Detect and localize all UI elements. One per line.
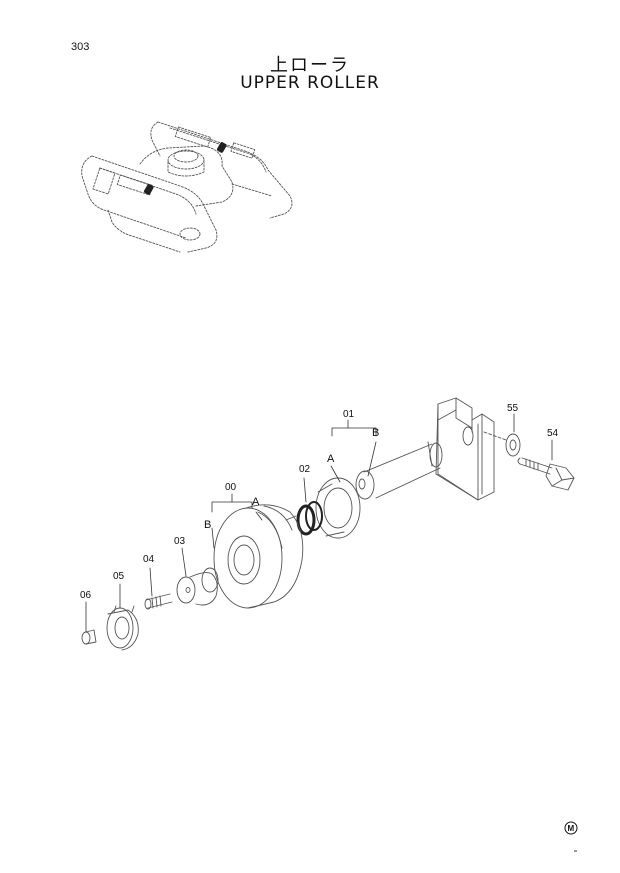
page-number: 303 [71, 41, 90, 53]
part-06-plug-illustration [81, 629, 97, 645]
page-title-japanese: 上ローラ [270, 55, 350, 76]
callout-55: 55 [507, 403, 519, 414]
callout-01-b: B [372, 427, 379, 439]
undercarriage-overview-illustration [81, 121, 293, 253]
callout-00-b: B [204, 519, 211, 531]
part-54-bolt-illustration [517, 457, 575, 491]
part-03-thrust-plate-illustration [176, 567, 219, 606]
part-04-bolt-illustration [144, 593, 173, 610]
part-01-shaft-illustration [355, 441, 443, 500]
callout-05: 05 [113, 571, 125, 582]
callout-06: 06 [80, 590, 92, 601]
callout-00: 00 [225, 482, 237, 493]
part-00-roller-illustration [213, 504, 304, 609]
footer-circle-mark: M [564, 821, 578, 835]
part-55-washer-illustration [505, 433, 521, 457]
part-05-cover-illustration [106, 605, 139, 651]
page-title-english: UPPER ROLLER [240, 73, 380, 93]
callout-03: 03 [174, 536, 186, 547]
callout-00-a: A [252, 496, 260, 508]
part-02-collar-illustration [296, 477, 361, 539]
callout-04: 04 [143, 554, 155, 565]
callout-01: 01 [343, 409, 355, 420]
roller-bracket-illustration [435, 397, 495, 501]
callout-01-a: A [327, 453, 335, 465]
footer-mark-letter: M [568, 824, 575, 833]
callout-02: 02 [299, 464, 311, 475]
leader-lines [85, 413, 553, 633]
callout-54: 54 [547, 428, 559, 439]
upper-roller-location-marker [144, 142, 227, 195]
